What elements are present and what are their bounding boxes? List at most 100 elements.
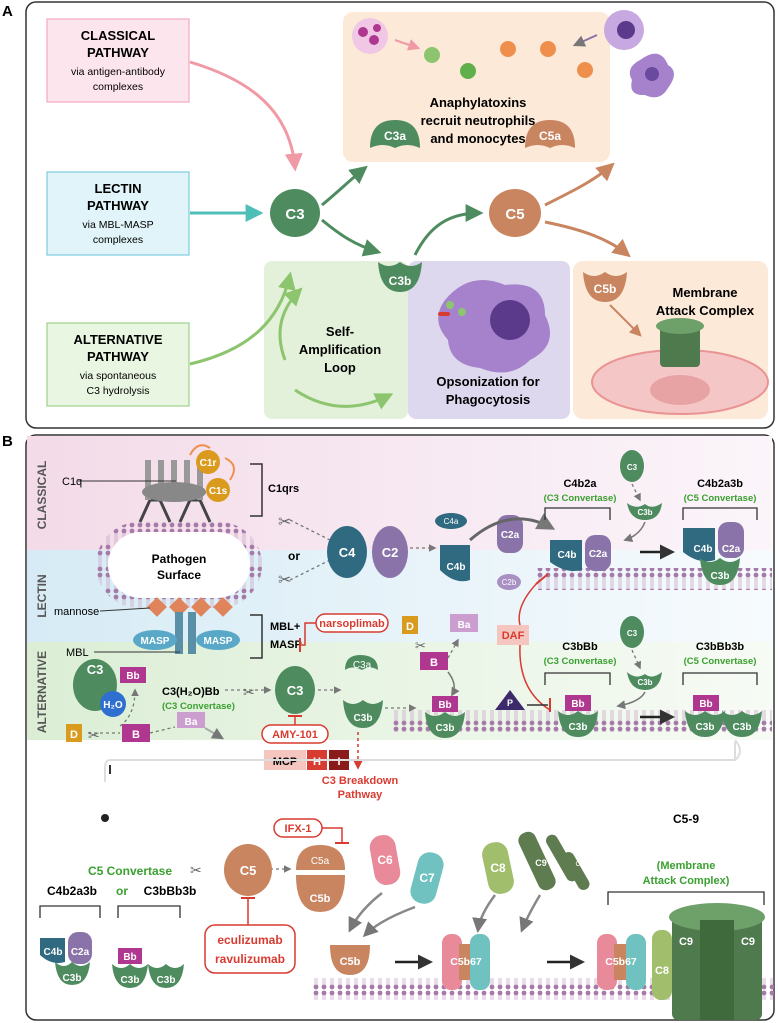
c4-node: C4 bbox=[327, 526, 367, 578]
factor-ba: Ba bbox=[177, 712, 205, 728]
side-label-alternative: ALTERNATIVE bbox=[35, 651, 49, 733]
granule-icon bbox=[540, 41, 556, 57]
svg-text:C2a: C2a bbox=[589, 549, 608, 560]
svg-text:C2: C2 bbox=[382, 545, 399, 560]
svg-text:C8: C8 bbox=[655, 965, 669, 977]
svg-text:C3b: C3b bbox=[354, 713, 373, 724]
c3a-fragment: C3a bbox=[370, 120, 420, 148]
c3-free: C3 bbox=[620, 616, 644, 648]
svg-text:Bb: Bb bbox=[571, 699, 584, 710]
svg-text:CLASSICAL: CLASSICAL bbox=[81, 28, 155, 43]
svg-text:C5a: C5a bbox=[311, 856, 330, 867]
svg-text:C5b: C5b bbox=[594, 282, 617, 296]
svg-text:C3 hydrolysis: C3 hydrolysis bbox=[86, 385, 149, 397]
ifx1-inhibitor: IFX-1 bbox=[273, 818, 349, 844]
mac-label-1: (Membrane bbox=[657, 860, 716, 872]
c5-node-b: C5 bbox=[224, 844, 272, 896]
svg-text:C4: C4 bbox=[339, 545, 356, 560]
svg-text:C4b: C4b bbox=[694, 544, 713, 555]
c3b-alt-fragment: C3b bbox=[343, 700, 383, 728]
svg-text:C3b: C3b bbox=[389, 274, 412, 288]
c5b67-node: C5b67 bbox=[442, 934, 490, 990]
svg-text:C4b: C4b bbox=[558, 550, 577, 561]
svg-text:C5b67: C5b67 bbox=[605, 956, 637, 968]
svg-text:and monocytes: and monocytes bbox=[430, 131, 525, 146]
c3bbb3b-label: C3bBb3b bbox=[696, 641, 745, 653]
c3b-fragment: C3b bbox=[378, 262, 422, 292]
svg-text:C3a: C3a bbox=[384, 129, 406, 143]
panel-b: B CLASSICAL LECTIN ALTERNATIVE Pathogen … bbox=[2, 433, 775, 1021]
c5b-membrane: C5b bbox=[330, 945, 370, 975]
c5-node: C5 bbox=[489, 189, 541, 237]
c5-9-label: C5-9 bbox=[673, 812, 699, 826]
svg-text:B: B bbox=[132, 729, 140, 741]
svg-text:eculizumab: eculizumab bbox=[217, 933, 282, 947]
svg-text:Phagocytosis: Phagocytosis bbox=[446, 392, 531, 407]
monocyte-icon bbox=[604, 10, 644, 50]
pathogen-surface: Pathogen Surface bbox=[96, 522, 262, 608]
svg-text:C3: C3 bbox=[287, 683, 304, 698]
svg-text:C2a: C2a bbox=[71, 947, 90, 958]
svg-text:Surface: Surface bbox=[157, 568, 201, 582]
svg-text:C9: C9 bbox=[576, 861, 585, 868]
svg-text:C3: C3 bbox=[627, 629, 638, 638]
c3-free: C3 bbox=[620, 450, 644, 482]
svg-text:C5b: C5b bbox=[310, 893, 331, 905]
svg-text:Bb: Bb bbox=[123, 952, 136, 963]
svg-text:via MBL-MASP: via MBL-MASP bbox=[82, 219, 153, 231]
svg-text:DAF: DAF bbox=[502, 630, 525, 642]
breakdown-label-1: C3 Breakdown bbox=[322, 775, 399, 787]
daf-inhibitor: DAF bbox=[497, 573, 551, 711]
granule-icon bbox=[424, 47, 440, 63]
svg-text:C3b: C3b bbox=[436, 723, 455, 734]
svg-text:complexes: complexes bbox=[93, 234, 143, 246]
c8-node: C8 bbox=[482, 842, 514, 894]
svg-text:C2b: C2b bbox=[502, 578, 517, 587]
svg-text:C9: C9 bbox=[535, 858, 547, 868]
svg-text:Bb: Bb bbox=[699, 699, 712, 710]
c3bbb3b-option: C3bBb3b bbox=[144, 884, 197, 898]
c1q-label: C1q bbox=[62, 476, 82, 488]
svg-text:PATHWAY: PATHWAY bbox=[87, 198, 149, 213]
svg-text:C4b: C4b bbox=[447, 562, 466, 573]
svg-text:Amplification: Amplification bbox=[299, 342, 381, 357]
mbl-masp-label-2: MASP bbox=[270, 639, 302, 651]
properdin: P bbox=[495, 690, 525, 710]
svg-text:I: I bbox=[337, 756, 340, 768]
target-cell-icon bbox=[591, 318, 769, 415]
factor-b: B bbox=[420, 652, 448, 670]
mbl-masp-label-1: MBL+ bbox=[270, 621, 300, 633]
c4b2a3b-convertase: C4b C2a C3b bbox=[683, 522, 744, 585]
svg-text:via antigen-antibody: via antigen-antibody bbox=[71, 66, 166, 78]
svg-text:PATHWAY: PATHWAY bbox=[87, 349, 149, 364]
svg-text:LECTIN: LECTIN bbox=[95, 181, 142, 196]
c3b-small: C3b bbox=[627, 672, 662, 690]
c5a-fragment: C5a bbox=[525, 120, 575, 148]
scissors-icon: ✂ bbox=[243, 684, 255, 700]
scissors-icon: ✂ bbox=[278, 572, 291, 589]
svg-text:C5b: C5b bbox=[340, 956, 361, 968]
svg-text:Bb: Bb bbox=[438, 700, 451, 711]
svg-text:recruit neutrophils: recruit neutrophils bbox=[421, 113, 536, 128]
c3-convertase-label: (C3 Convertase) bbox=[162, 701, 235, 712]
scissors-icon: ✂ bbox=[88, 727, 100, 743]
c3bbb3b-small: Bb C3b C3b bbox=[112, 948, 184, 988]
svg-text:C9: C9 bbox=[564, 843, 573, 850]
svg-text:MASP: MASP bbox=[141, 636, 170, 647]
svg-text:C1r: C1r bbox=[200, 458, 217, 469]
svg-text:Opsonization for: Opsonization for bbox=[436, 374, 539, 389]
c4b2a3b-small: C4b C2a C3b bbox=[40, 932, 92, 985]
macrophage-icon bbox=[629, 53, 674, 98]
svg-text:C5: C5 bbox=[505, 206, 524, 223]
svg-text:PATHWAY: PATHWAY bbox=[87, 45, 149, 60]
svg-text:Attack Complex: Attack Complex bbox=[656, 303, 755, 318]
svg-text:C4b: C4b bbox=[44, 947, 63, 958]
alternative-pathway-box: ALTERNATIVE PATHWAY via spontaneous C3 h… bbox=[46, 322, 190, 407]
granule-icon bbox=[577, 62, 593, 78]
classical-pathway-box: CLASSICAL PATHWAY via antigen-antibody c… bbox=[46, 18, 190, 103]
scissors-icon: ✂ bbox=[190, 862, 202, 878]
svg-text:MCP: MCP bbox=[273, 756, 297, 768]
c4b-fragment: C4b bbox=[440, 545, 470, 582]
c4b2a3b-label: C4b2a3b bbox=[697, 478, 743, 490]
svg-text:complexes: complexes bbox=[93, 81, 143, 93]
